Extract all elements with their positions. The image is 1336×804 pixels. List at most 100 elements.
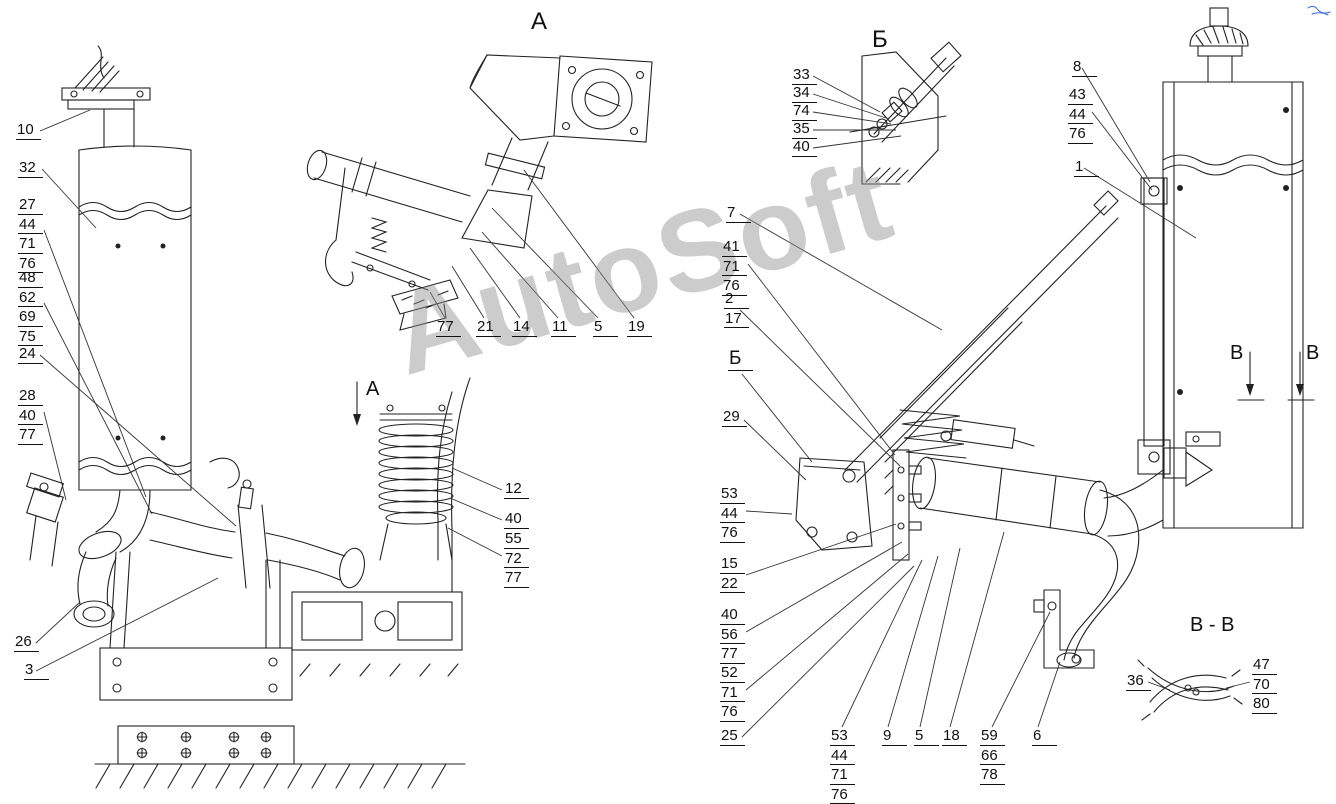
part-number: 36 [1126,673,1151,691]
callout-74: 74 [792,103,817,124]
part-number: 5 [914,728,939,746]
part-number: 44 [720,506,745,523]
callout-29: 29 [722,409,747,430]
callout-35: 35 [792,121,817,142]
callout-28-40-77: 28 40 77 [18,388,43,448]
part-number: 17 [724,311,749,328]
part-number: 76 [722,278,747,296]
part-number: 71 [830,767,855,785]
callout-33: 33 [792,67,817,88]
part-number: 9 [882,728,907,746]
callout-40: 40 [792,139,817,160]
part-number: 56 [720,627,745,644]
callout-21: 21 [476,319,501,340]
callout-12: 12 [504,481,529,502]
part-number: 40 [720,607,745,625]
part-number: 80 [1252,696,1277,714]
part-number: 7 [726,205,751,223]
part-number: 27 [18,197,43,215]
callout-52-71-76: 52 71 76 [720,665,745,725]
part-number: 2 [724,291,749,309]
part-number: 55 [504,531,529,549]
part-number: 12 [504,481,529,499]
part-number: 44 [830,748,855,765]
callout-5: 5 [593,319,618,340]
part-number: 77 [436,319,461,337]
callout-Б: Б [728,349,753,374]
callout-6: 6 [1032,728,1057,749]
section-v-left-label: В [1230,342,1244,364]
callout-32: 32 [18,160,43,181]
part-number: 32 [18,160,43,178]
part-number: 52 [720,665,745,683]
part-number: 78 [980,767,1005,785]
part-number: 33 [792,67,817,85]
part-number: 3 [24,662,49,680]
part-number: 74 [792,103,817,121]
part-number: 76 [720,525,745,543]
part-number: 41 [722,239,747,257]
part-number: 6 [1032,728,1057,746]
part-number: 40 [18,408,43,425]
muffler-body [78,145,192,491]
callout-10: 10 [16,122,41,143]
detail-a-drawing [306,54,653,331]
part-number: 18 [942,728,967,746]
callout-53-44-76: 53 44 76 [720,486,745,546]
part-number: 53 [720,486,745,504]
part-number: 26 [14,634,39,652]
left-lower-pipes [25,457,366,628]
left-top-bracket [61,45,151,148]
part-number: 69 [18,309,43,327]
part-number: 47 [1252,657,1277,675]
corner-mark [1307,5,1331,16]
part-number: 25 [720,728,745,746]
arrow-a-label: А [366,378,380,400]
callout-1: 1 [1074,159,1099,180]
callout-8: 8 [1072,59,1097,80]
callout-19: 19 [627,319,652,340]
part-number: 35 [792,121,817,139]
view-b-label: Б [872,26,888,53]
section-vv-label: В - В [1190,614,1235,636]
part-number: 10 [16,122,41,140]
part-number: 76 [830,787,855,804]
part-number: 40 [792,139,817,157]
part-number: 71 [720,685,745,702]
part-number: 48 [18,270,43,288]
callout-77: 77 [436,319,461,340]
part-number: 71 [722,259,747,276]
part-number: 11 [551,319,576,337]
view-arrow-a [353,381,361,426]
part-number: 19 [627,319,652,337]
callout-40-56-77: 40 56 77 [720,607,745,667]
callout-7: 7 [726,205,751,226]
mounting [94,551,466,789]
part-number: 29 [722,409,747,427]
part-number: 24 [18,346,43,364]
section-v-right-label: В [1306,342,1320,364]
part-number: 44 [18,217,43,234]
part-number: 66 [980,748,1005,765]
part-number: 28 [18,388,43,406]
part-number: 77 [504,570,529,588]
part-number: 77 [18,427,43,445]
callout-24: 24 [18,346,43,367]
part-number: 62 [18,290,43,307]
section-bb-drawing [1137,659,1243,721]
callout-34: 34 [792,85,817,106]
part-number: 5 [593,319,618,337]
engine-outline [291,377,471,677]
part-number: 77 [720,646,745,664]
callout-3: 3 [24,662,49,683]
part-number: 76 [1068,126,1093,144]
callout-9: 9 [882,728,907,749]
view-a-label: А [531,8,548,35]
part-number: 76 [720,704,745,722]
part-number: 22 [720,576,745,593]
